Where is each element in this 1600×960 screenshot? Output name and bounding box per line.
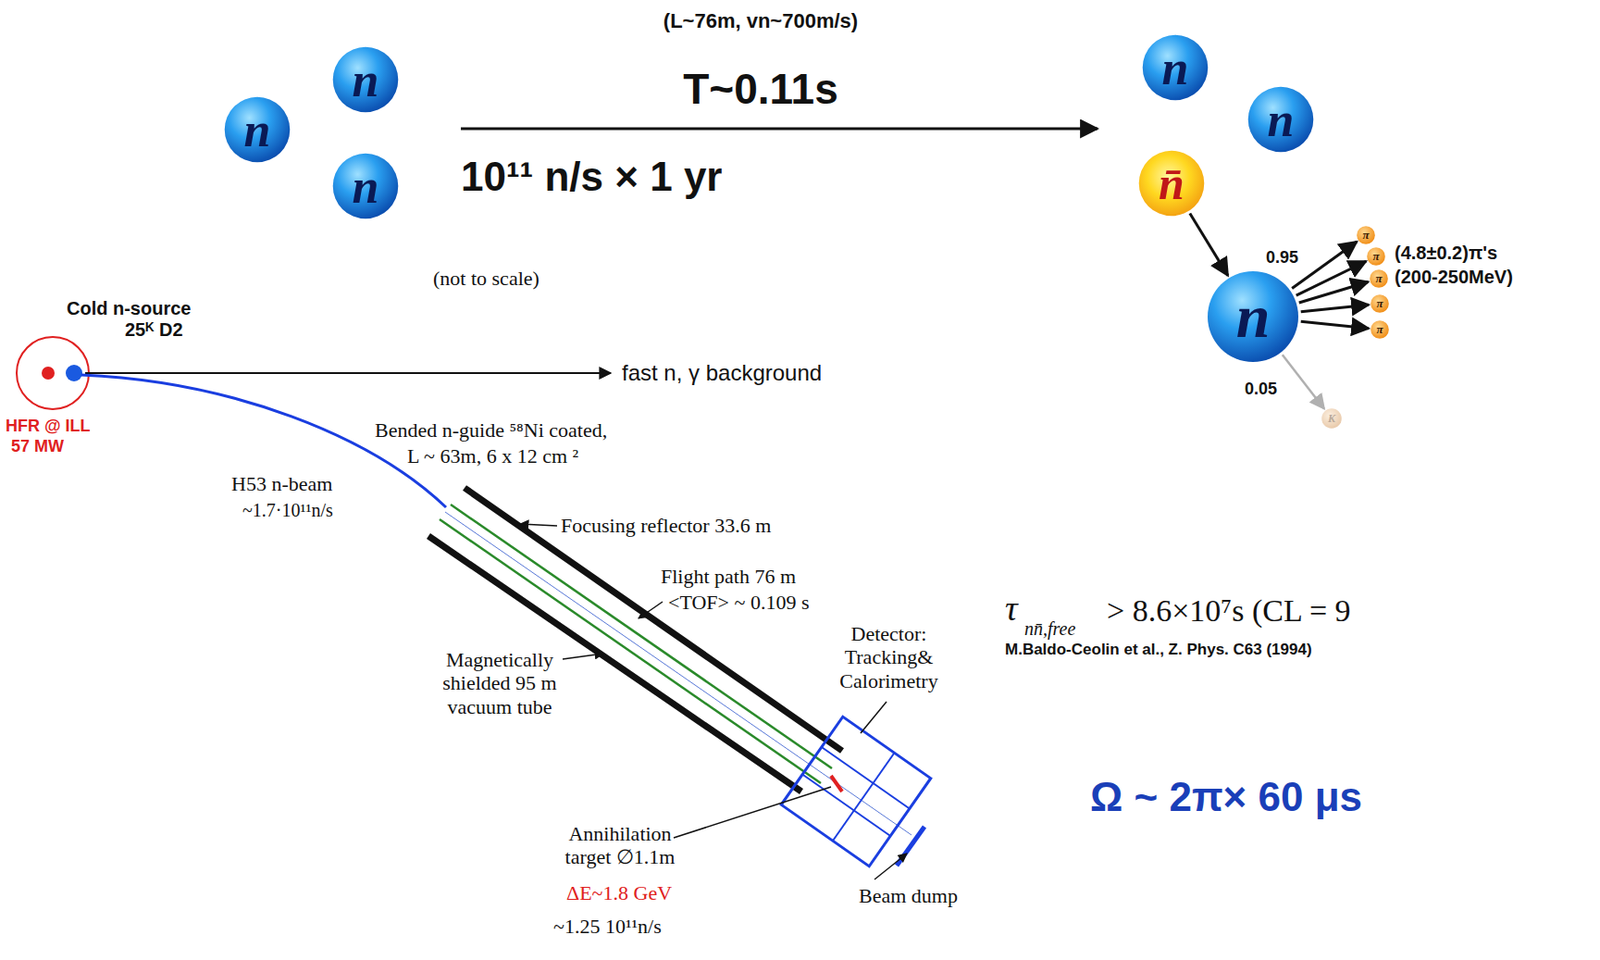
node-text: n̄ bbox=[1138, 149, 1205, 217]
decay-arrow bbox=[1299, 281, 1369, 303]
pion: π bbox=[1356, 225, 1376, 245]
annihilation-target bbox=[831, 775, 843, 792]
scale-note: (not to scale) bbox=[433, 266, 540, 290]
flight-parameters: (L~76m, vn~700m/s) bbox=[663, 9, 858, 33]
part-name: Cold n-source bbox=[66, 297, 191, 320]
neutron: n bbox=[1247, 86, 1315, 153]
pion: π bbox=[1370, 320, 1390, 339]
antineutron: n̄ bbox=[1138, 149, 1205, 217]
beam-flux: ~1.7·10¹¹n/s bbox=[242, 499, 334, 521]
node-text: n bbox=[332, 46, 399, 113]
decay-arrow bbox=[1301, 304, 1369, 311]
neutron: n bbox=[332, 46, 399, 113]
energy-note: ΔE~1.8 GeV bbox=[566, 880, 672, 905]
leader-line bbox=[673, 786, 832, 838]
leader-line bbox=[562, 653, 604, 659]
background-note: fast n, γ background bbox=[621, 359, 822, 386]
frequency-note: Ω ~ 2π× 60 μs bbox=[1090, 773, 1363, 821]
node-text: n bbox=[332, 152, 399, 220]
leader-line bbox=[874, 853, 907, 880]
part-name: HFR @ ILL bbox=[5, 416, 91, 436]
beam-dump bbox=[896, 826, 925, 866]
leader-line bbox=[860, 701, 887, 733]
node-text: π bbox=[1370, 320, 1390, 339]
leader-line bbox=[520, 523, 558, 526]
node-text: π bbox=[1356, 225, 1376, 245]
decay-arrow bbox=[1296, 260, 1366, 296]
vacuum-tube bbox=[450, 504, 832, 769]
branching-ratio: 0.95 bbox=[1265, 248, 1299, 268]
neutron: n bbox=[332, 152, 399, 220]
node-text: n bbox=[1247, 86, 1315, 153]
reactor-circle bbox=[16, 336, 89, 410]
reflector-name: Focusing reflector 33.6 m bbox=[560, 513, 771, 537]
target-name: Annihilation target ∅1.1m bbox=[555, 821, 685, 869]
lifetime-limit: > 8.6×10⁷s (CL = 9 bbox=[1106, 592, 1352, 629]
neutron: n bbox=[1206, 270, 1300, 363]
background-arrow bbox=[85, 372, 611, 374]
node-text: n bbox=[223, 96, 291, 163]
time-of-flight: <TOF> ~ 0.109 s bbox=[668, 590, 809, 614]
leader-line bbox=[638, 601, 663, 619]
pion-energy: (200-250MeV) bbox=[1394, 266, 1514, 288]
node-text: K bbox=[1321, 408, 1342, 429]
flight-time: T~0.11s bbox=[682, 64, 839, 114]
kaon: K bbox=[1321, 408, 1342, 429]
beam-dump-name: Beam dump bbox=[858, 883, 958, 907]
decay-arrow bbox=[1190, 212, 1228, 275]
node-text: n bbox=[1206, 270, 1300, 363]
flight-path: Flight path 76 m bbox=[660, 564, 796, 588]
neutron: n bbox=[223, 96, 291, 163]
detector-name: Detector: Tracking& Calorimetry bbox=[826, 621, 952, 693]
cold-source bbox=[65, 364, 83, 382]
target-flux: ~1.25 10¹¹n/s bbox=[553, 914, 662, 938]
beam-exposure: 10¹¹ n/s × 1 yr bbox=[460, 153, 722, 201]
node-text: π bbox=[1366, 247, 1386, 266]
guide-dimensions: L ~ 63m, 6 x 12 cm ² bbox=[407, 444, 579, 468]
beam-name: H53 n-beam bbox=[231, 471, 333, 496]
decay-arrow bbox=[1301, 321, 1369, 328]
node-text: n bbox=[1141, 34, 1209, 101]
decay-arrow bbox=[1282, 354, 1325, 410]
node-text: π bbox=[1370, 294, 1390, 313]
pion: π bbox=[1369, 269, 1389, 288]
neutron: n bbox=[1141, 34, 1209, 101]
guide-name: Bended n-guide ⁵⁸Ni coated, bbox=[374, 418, 608, 442]
citation: M.Baldo-Ceolin et al., Z. Phys. C63 (199… bbox=[1004, 640, 1313, 659]
tube-name: Magnetically shielded 95 m vacuum tube bbox=[416, 647, 583, 719]
reactor-core bbox=[41, 366, 55, 380]
branching-ratio: 0.05 bbox=[1244, 379, 1278, 399]
part-spec: 25ᴷ D2 bbox=[124, 319, 184, 341]
detector-box bbox=[781, 716, 931, 867]
tau-symbol: τ bbox=[1004, 588, 1018, 630]
node-text: π bbox=[1369, 269, 1389, 288]
pion: π bbox=[1370, 294, 1390, 313]
pion: π bbox=[1366, 247, 1386, 266]
pion-count: (4.8±0.2)π's bbox=[1394, 242, 1498, 264]
tau-subscript: nn̄,free bbox=[1024, 618, 1076, 640]
process-arrow bbox=[460, 127, 1098, 131]
power-rating: 57 MW bbox=[11, 436, 64, 457]
